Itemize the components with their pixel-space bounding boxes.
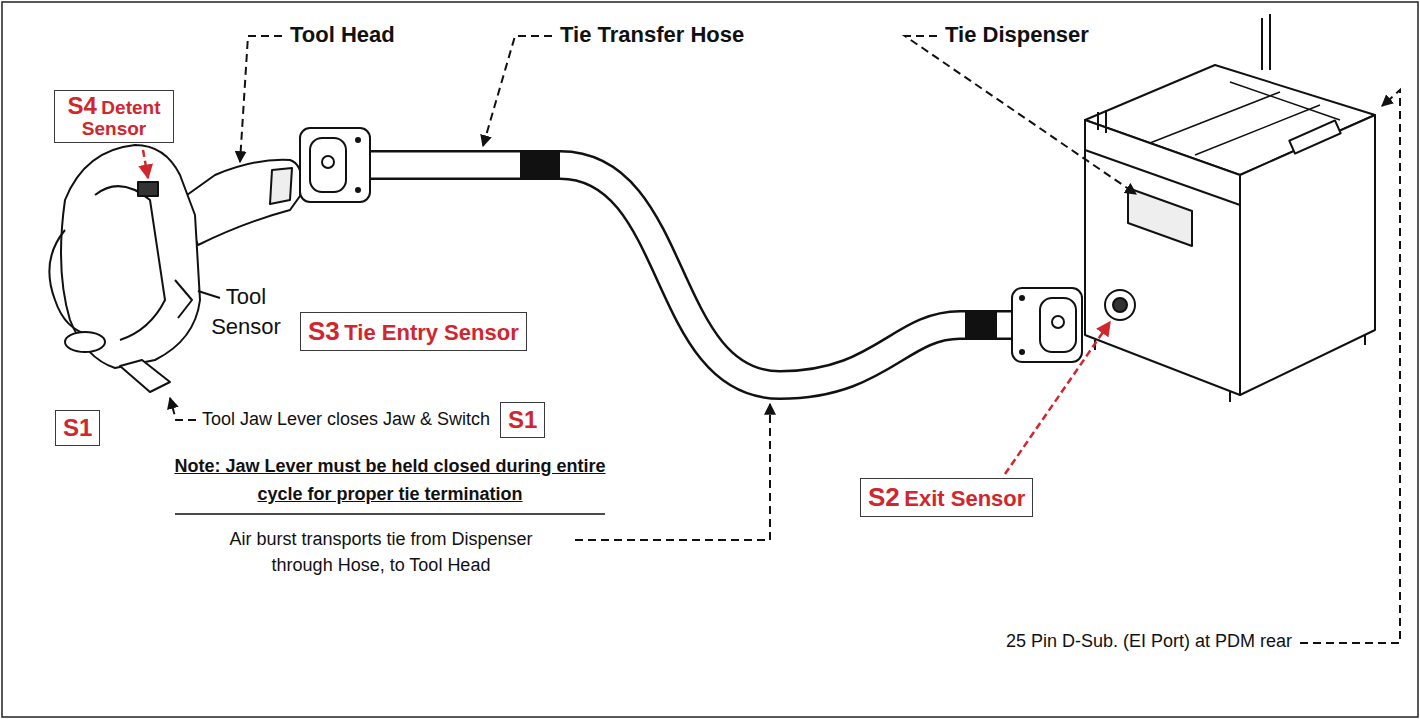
tool-handle [180, 160, 302, 245]
dispenser-front [1085, 120, 1240, 395]
hose-body [365, 165, 1015, 385]
tool-body [61, 145, 200, 368]
sensor-callout-box: S2 Exit Sensor [860, 478, 1033, 517]
connector-screw [1019, 295, 1025, 301]
hose-corrugation [520, 150, 560, 180]
jaw-lever [120, 360, 170, 392]
part-label: Tie Transfer Hose [560, 20, 744, 49]
sensor-name: Exit Sensor [904, 486, 1025, 511]
hose-corrugation [965, 310, 997, 340]
sensor-leaders [143, 150, 1110, 474]
sensor-number: S3 [308, 316, 340, 346]
dispenser-side [1240, 115, 1375, 395]
part-label: Tool Sensor [205, 282, 287, 342]
hose-connector [300, 128, 370, 202]
sensor-callout-box: S1 [55, 410, 100, 446]
sensor-number: S4 [68, 92, 97, 119]
sensor-callout-box: S4 Detent Sensor [54, 90, 174, 143]
sensor-number: S1 [508, 406, 537, 433]
connector-pin [1052, 316, 1064, 328]
tie-transfer-hose [300, 128, 1082, 385]
exit-port-center [1113, 298, 1127, 312]
leader-line [1300, 90, 1400, 643]
body-detail [95, 186, 165, 340]
tool-jaw [49, 230, 90, 335]
tool-sensor-mark [175, 280, 192, 318]
dispenser-cable [1262, 14, 1270, 70]
leader-line [170, 398, 196, 420]
jaw-ring [65, 332, 105, 352]
part-label: Tie Dispenser [945, 20, 1089, 49]
detent-window [138, 182, 158, 196]
sensor-callout-box: S1 [500, 402, 545, 438]
connector-screw [355, 137, 361, 143]
handle-cap [270, 168, 292, 204]
hose-outline [365, 165, 1015, 385]
dispenser-feet [1095, 335, 1365, 402]
tool-head-drawing [49, 145, 301, 392]
note-text: 25 Pin D-Sub. (EI Port) at PDM rear [1006, 630, 1292, 653]
lid-handle [1289, 120, 1340, 153]
dispenser-fitting [1098, 110, 1106, 133]
note-text: Tool Jaw Lever closes Jaw & Switch [202, 408, 490, 431]
separator-line [175, 513, 605, 515]
sensor-leader [1005, 322, 1110, 474]
part-label: Tool Head [290, 20, 395, 49]
sensor-number: S1 [63, 414, 92, 441]
connector-latch [310, 138, 346, 192]
dispenser-screen [1128, 188, 1192, 246]
connector-pin [322, 156, 334, 168]
exit-port [1105, 290, 1135, 320]
tie-dispenser-drawing [1085, 14, 1375, 402]
note-text: Air burst transports tie from Dispenser … [200, 526, 562, 578]
sensor-number: S2 [868, 482, 900, 512]
leader-line [198, 291, 220, 298]
lid-detail [1150, 82, 1340, 155]
leader-lines [170, 36, 1400, 643]
connector-screw [355, 187, 361, 193]
connector-latch [1040, 298, 1076, 352]
leader-line [905, 36, 1136, 194]
connector-screw [1019, 349, 1025, 355]
note-text: Note: Jaw Lever must be held closed duri… [160, 452, 620, 508]
front-bevel [1085, 150, 1240, 205]
sensor-name: Tie Entry Sensor [344, 320, 518, 345]
sensor-leader [143, 150, 148, 178]
sensor-callout-box: S3 Tie Entry Sensor [300, 312, 527, 351]
leader-line [483, 36, 552, 146]
leader-line [240, 36, 282, 162]
hose-connector [1012, 288, 1082, 362]
